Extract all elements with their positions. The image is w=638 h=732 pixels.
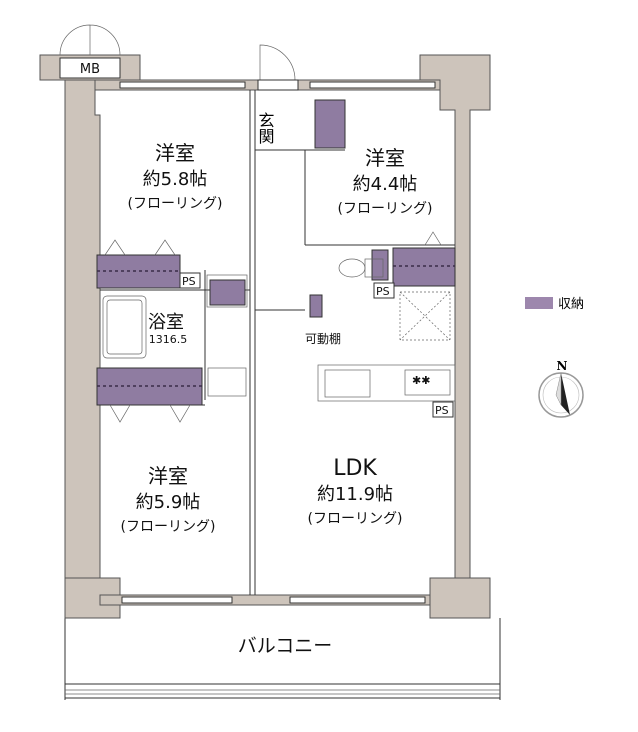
ps-label-1: PS <box>182 275 196 288</box>
ldk-name: LDK <box>333 456 377 481</box>
room2-floor: (フローリング) <box>338 201 433 217</box>
ps-label-2: PS <box>376 285 390 298</box>
room1-name: 洋室 <box>155 141 195 165</box>
ldk-floor: (フローリング) <box>308 511 403 527</box>
ps-boxes: PS PS PS <box>179 272 454 418</box>
entrance-label: 玄関 <box>256 112 275 145</box>
room3-floor: (フローリング) <box>121 519 216 535</box>
stove-icon: ✱✱ <box>412 374 430 387</box>
compass-needle-icon <box>561 373 570 415</box>
storage-units <box>96 99 456 406</box>
room2-name: 洋室 <box>365 146 405 170</box>
compass: N <box>538 359 584 418</box>
legend: 収納 <box>525 297 584 312</box>
room3-name: 洋室 <box>148 464 188 488</box>
room1-floor: (フローリング) <box>128 196 223 212</box>
bath-size: 1316.5 <box>149 333 188 346</box>
mb-label: MB <box>80 62 100 77</box>
balcony-label: バルコニー <box>238 635 333 657</box>
shelf-label: 可動棚 <box>305 331 341 346</box>
ldk-size: 約11.9帖 <box>317 484 393 505</box>
bath-name: 浴室 <box>148 312 184 333</box>
room3-size: 約5.9帖 <box>136 492 201 513</box>
north-label: N <box>557 359 568 373</box>
room1-size: 約5.8帖 <box>143 169 208 190</box>
meter-box: MB <box>39 24 141 81</box>
room2-size: 約4.4帖 <box>353 174 418 195</box>
balcony: バルコニー <box>64 618 501 700</box>
ps-label-3: PS <box>435 404 449 417</box>
storage-legend-label: 収納 <box>558 297 584 312</box>
storage-swatch <box>525 297 553 309</box>
